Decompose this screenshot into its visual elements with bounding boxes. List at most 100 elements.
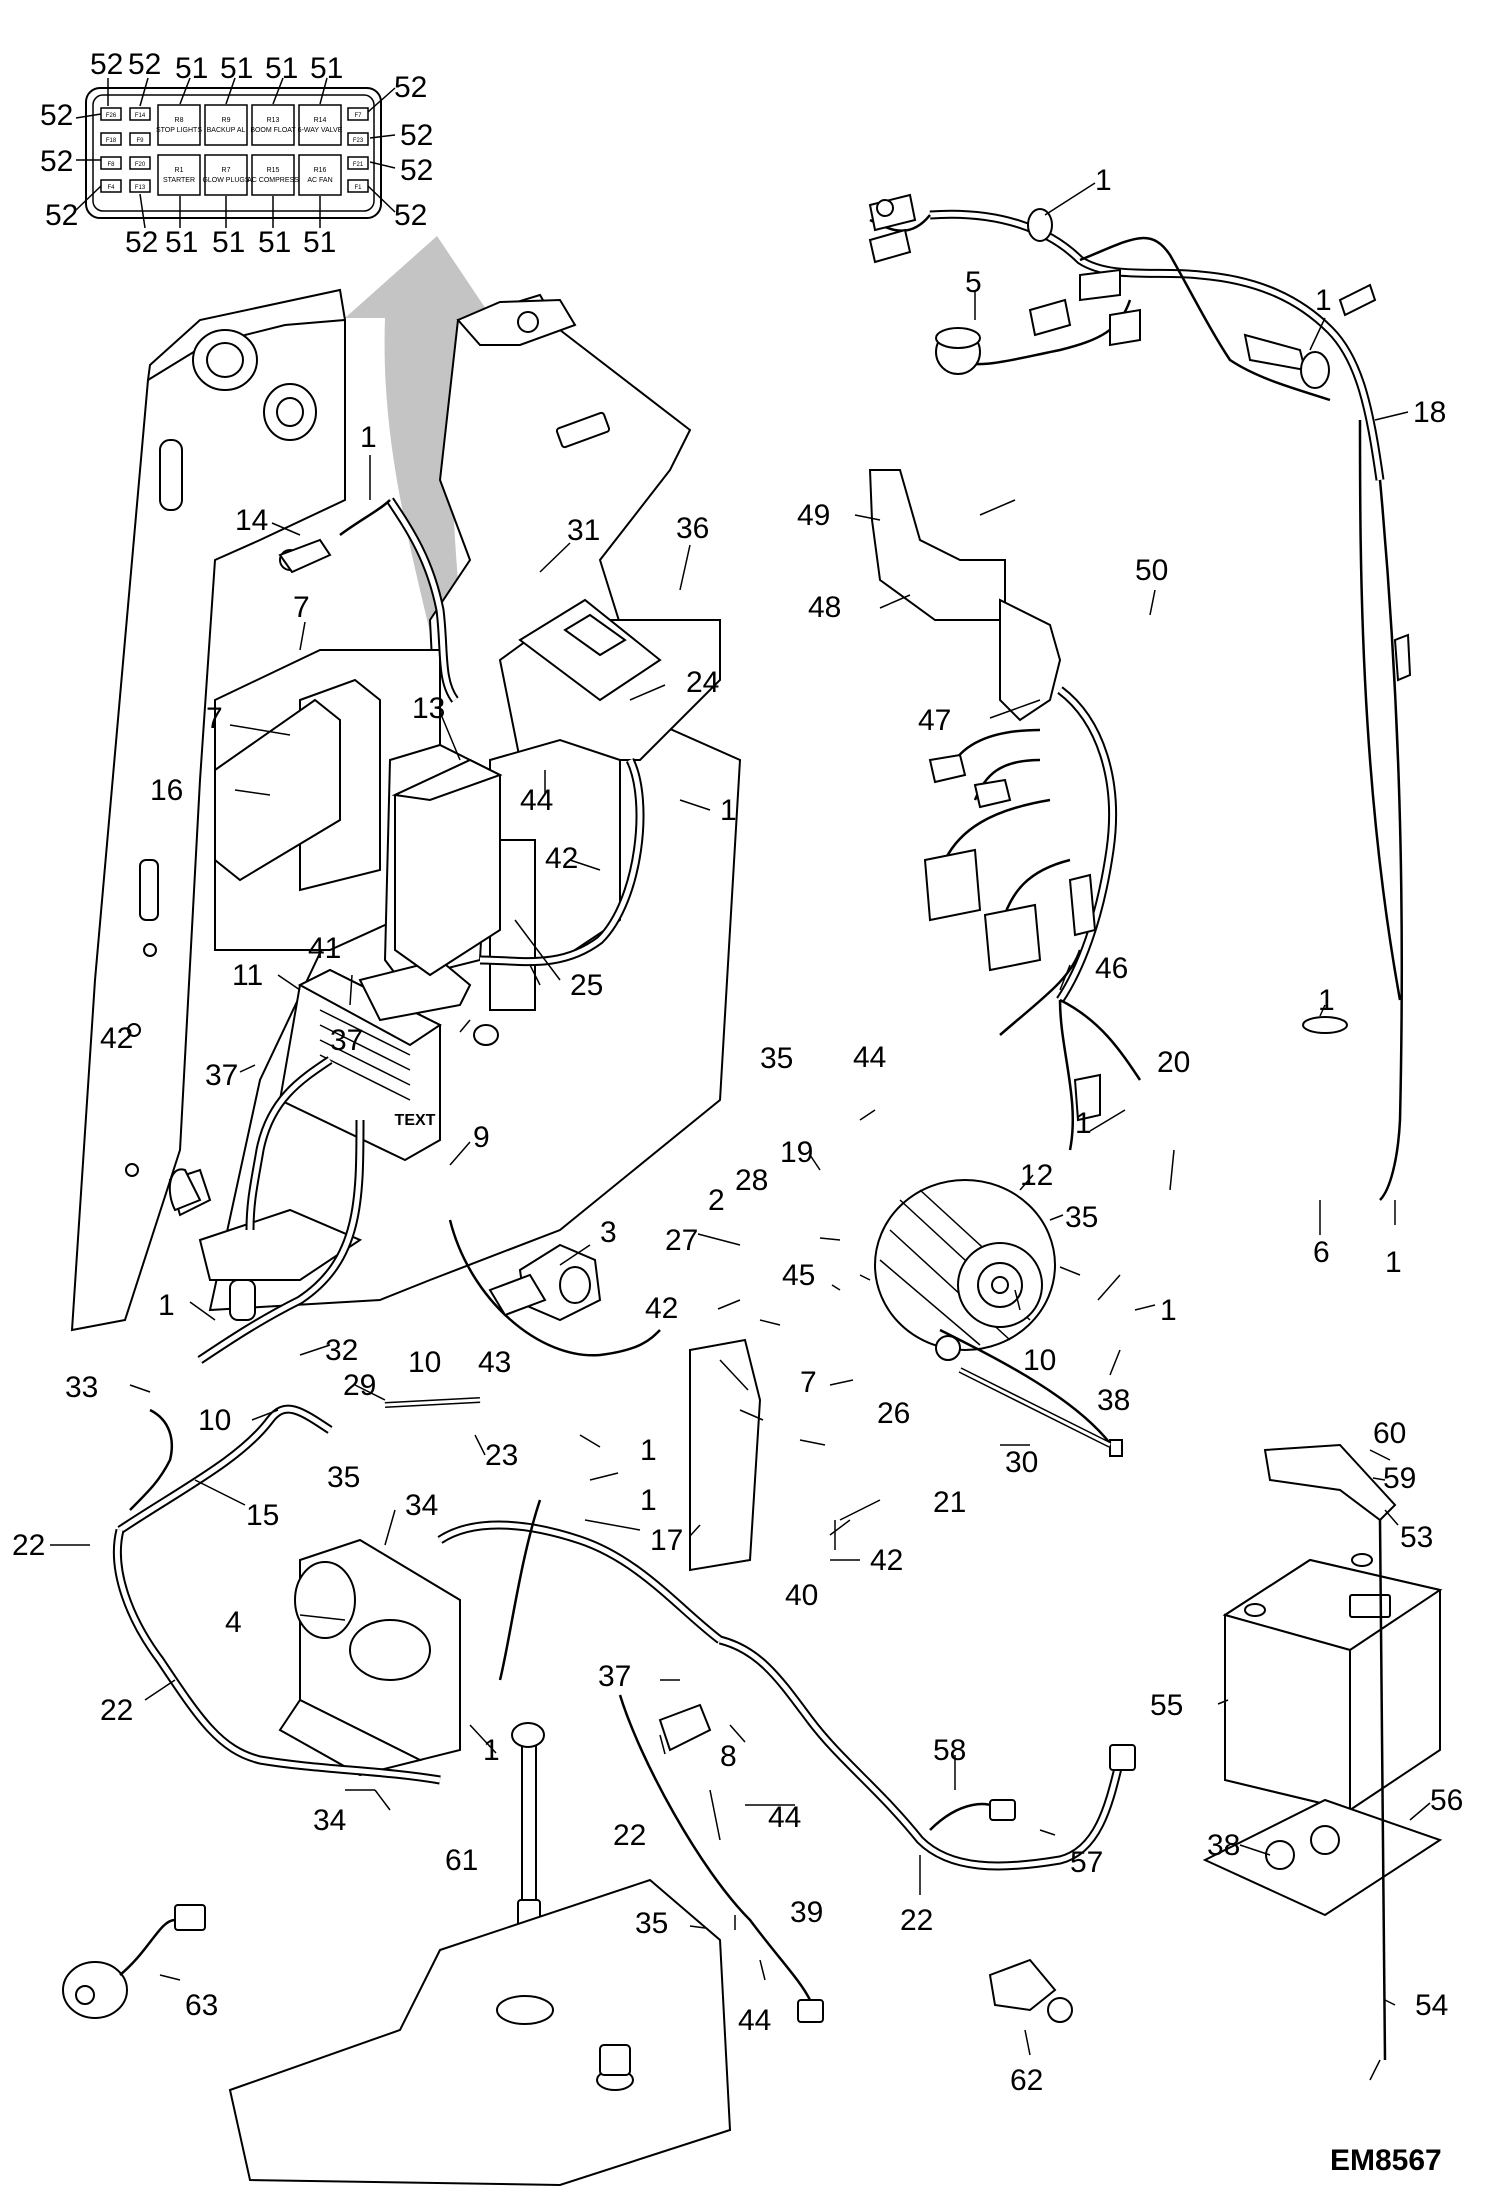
battery-hold-down — [1263, 1443, 1397, 2081]
battery — [1222, 1553, 1443, 1812]
panel-leaders — [75, 77, 396, 229]
callout-1: 1 — [640, 1434, 657, 1467]
callout-42: 42 — [545, 842, 578, 875]
callout-1: 1 — [640, 1484, 657, 1517]
callout: 52 — [394, 199, 427, 232]
callout-33: 33 — [65, 1371, 98, 1404]
relay-id: R8 — [175, 117, 184, 124]
callout: 51 — [175, 52, 208, 85]
callout: 51 — [265, 52, 298, 85]
callout-2: 2 — [708, 1184, 725, 1217]
callout-42: 42 — [645, 1292, 678, 1325]
callout-22: 22 — [900, 1904, 933, 1937]
callout-44: 44 — [853, 1041, 886, 1074]
callout-42: 42 — [100, 1022, 133, 1055]
callout-19: 19 — [780, 1136, 813, 1169]
fuel-tank — [228, 1878, 732, 2187]
callout-48: 48 — [808, 591, 841, 624]
fuse-id: F18 — [106, 138, 117, 144]
callout-26: 26 — [877, 1397, 910, 1430]
module-label: TEXT — [395, 1112, 436, 1129]
callout-17: 17 — [650, 1524, 683, 1557]
relay-name: GLOW PLUGS — [202, 177, 249, 184]
relay-name: BACKUP AL — [207, 127, 246, 134]
callout-30: 30 — [1005, 1446, 1038, 1479]
callout-56: 56 — [1430, 1784, 1463, 1817]
callout-50: 50 — [1135, 554, 1168, 587]
callout-63: 63 — [185, 1989, 218, 2022]
callout-49: 49 — [797, 499, 830, 532]
callout: 52 — [40, 99, 73, 132]
callout-61: 61 — [445, 1844, 478, 1877]
callout: 52 — [128, 48, 161, 81]
callout-22: 22 — [100, 1694, 133, 1727]
callout-39: 39 — [790, 1896, 823, 1929]
callout-45: 45 — [782, 1259, 815, 1292]
callout-35: 35 — [327, 1461, 360, 1494]
callout-11: 11 — [232, 959, 263, 992]
fuse-id: F8 — [107, 162, 115, 168]
callout-10: 10 — [198, 1404, 231, 1437]
callout-5: 5 — [965, 266, 982, 299]
callout-34: 34 — [405, 1489, 438, 1522]
callout-46: 46 — [1095, 952, 1128, 985]
callout-35: 35 — [1065, 1201, 1098, 1234]
callout: 52 — [394, 71, 427, 104]
callout: 52 — [125, 226, 158, 259]
callout-38: 38 — [1207, 1829, 1240, 1862]
relay-name: STARTER — [163, 177, 195, 184]
callout-18: 18 — [1413, 396, 1446, 429]
callout-59: 59 — [1383, 1462, 1416, 1495]
callout: 52 — [90, 48, 123, 81]
alternator-bracket — [689, 1338, 762, 1572]
callout-7: 7 — [206, 702, 223, 735]
callout-55: 55 — [1150, 1689, 1183, 1722]
callout-28: 28 — [735, 1164, 768, 1197]
relay-id: R16 — [314, 167, 327, 174]
callout-32: 32 — [325, 1334, 358, 1367]
callout-58: 58 — [933, 1734, 966, 1767]
callout-47: 47 — [918, 704, 951, 737]
callout-9: 9 — [473, 1121, 490, 1154]
callout-15: 15 — [246, 1499, 279, 1532]
callout-16: 16 — [150, 774, 183, 807]
callout-60: 60 — [1373, 1417, 1406, 1450]
cover-module — [391, 758, 503, 977]
callout-14: 14 — [235, 504, 268, 537]
callout-20: 20 — [1157, 1046, 1190, 1079]
callout: 51 — [212, 226, 245, 259]
long-bolts — [384, 1367, 1112, 1448]
callout-57: 57 — [1070, 1846, 1103, 1879]
callout-31: 31 — [567, 514, 600, 547]
callout-3: 3 — [600, 1216, 617, 1249]
fuse-relay-panel: R8 STOP LIGHTS R9 BACKUP AL R13 BOOM FLO… — [75, 77, 396, 229]
callout-22: 22 — [613, 1819, 646, 1852]
callout-24: 24 — [686, 666, 719, 699]
callout-1: 1 — [1385, 1246, 1402, 1279]
callout-1: 1 — [1160, 1294, 1177, 1327]
relay-name: AC FAN — [307, 177, 332, 184]
callout-27: 27 — [665, 1224, 698, 1257]
relay-name: 6-WAY VALVE — [298, 127, 343, 134]
fuse-id: F26 — [106, 113, 117, 119]
callout-37: 37 — [330, 1024, 363, 1057]
callout-10: 10 — [1023, 1344, 1056, 1377]
callout-34: 34 — [313, 1804, 346, 1837]
fuse-id: F21 — [353, 162, 364, 168]
callout: 52 — [400, 119, 433, 152]
callout-23: 23 — [485, 1439, 518, 1472]
callout-10: 10 — [408, 1346, 441, 1379]
callout-labels: 52 52 51 51 51 51 52 52 52 52 52 52 52 5… — [12, 48, 1463, 2097]
callout-37: 37 — [598, 1660, 631, 1693]
alternator — [874, 1179, 1123, 1457]
battery-tray — [1202, 1798, 1443, 1917]
temperature-sender — [62, 1904, 206, 2019]
callout-29: 29 — [343, 1369, 376, 1402]
callout-38: 38 — [1097, 1384, 1130, 1417]
callout-53: 53 — [1400, 1521, 1433, 1554]
callout-1: 1 — [720, 794, 737, 827]
relay-name: AC COMPRESS — [247, 177, 299, 184]
callout: 51 — [310, 52, 343, 85]
sensor-wire — [618, 1694, 824, 2023]
